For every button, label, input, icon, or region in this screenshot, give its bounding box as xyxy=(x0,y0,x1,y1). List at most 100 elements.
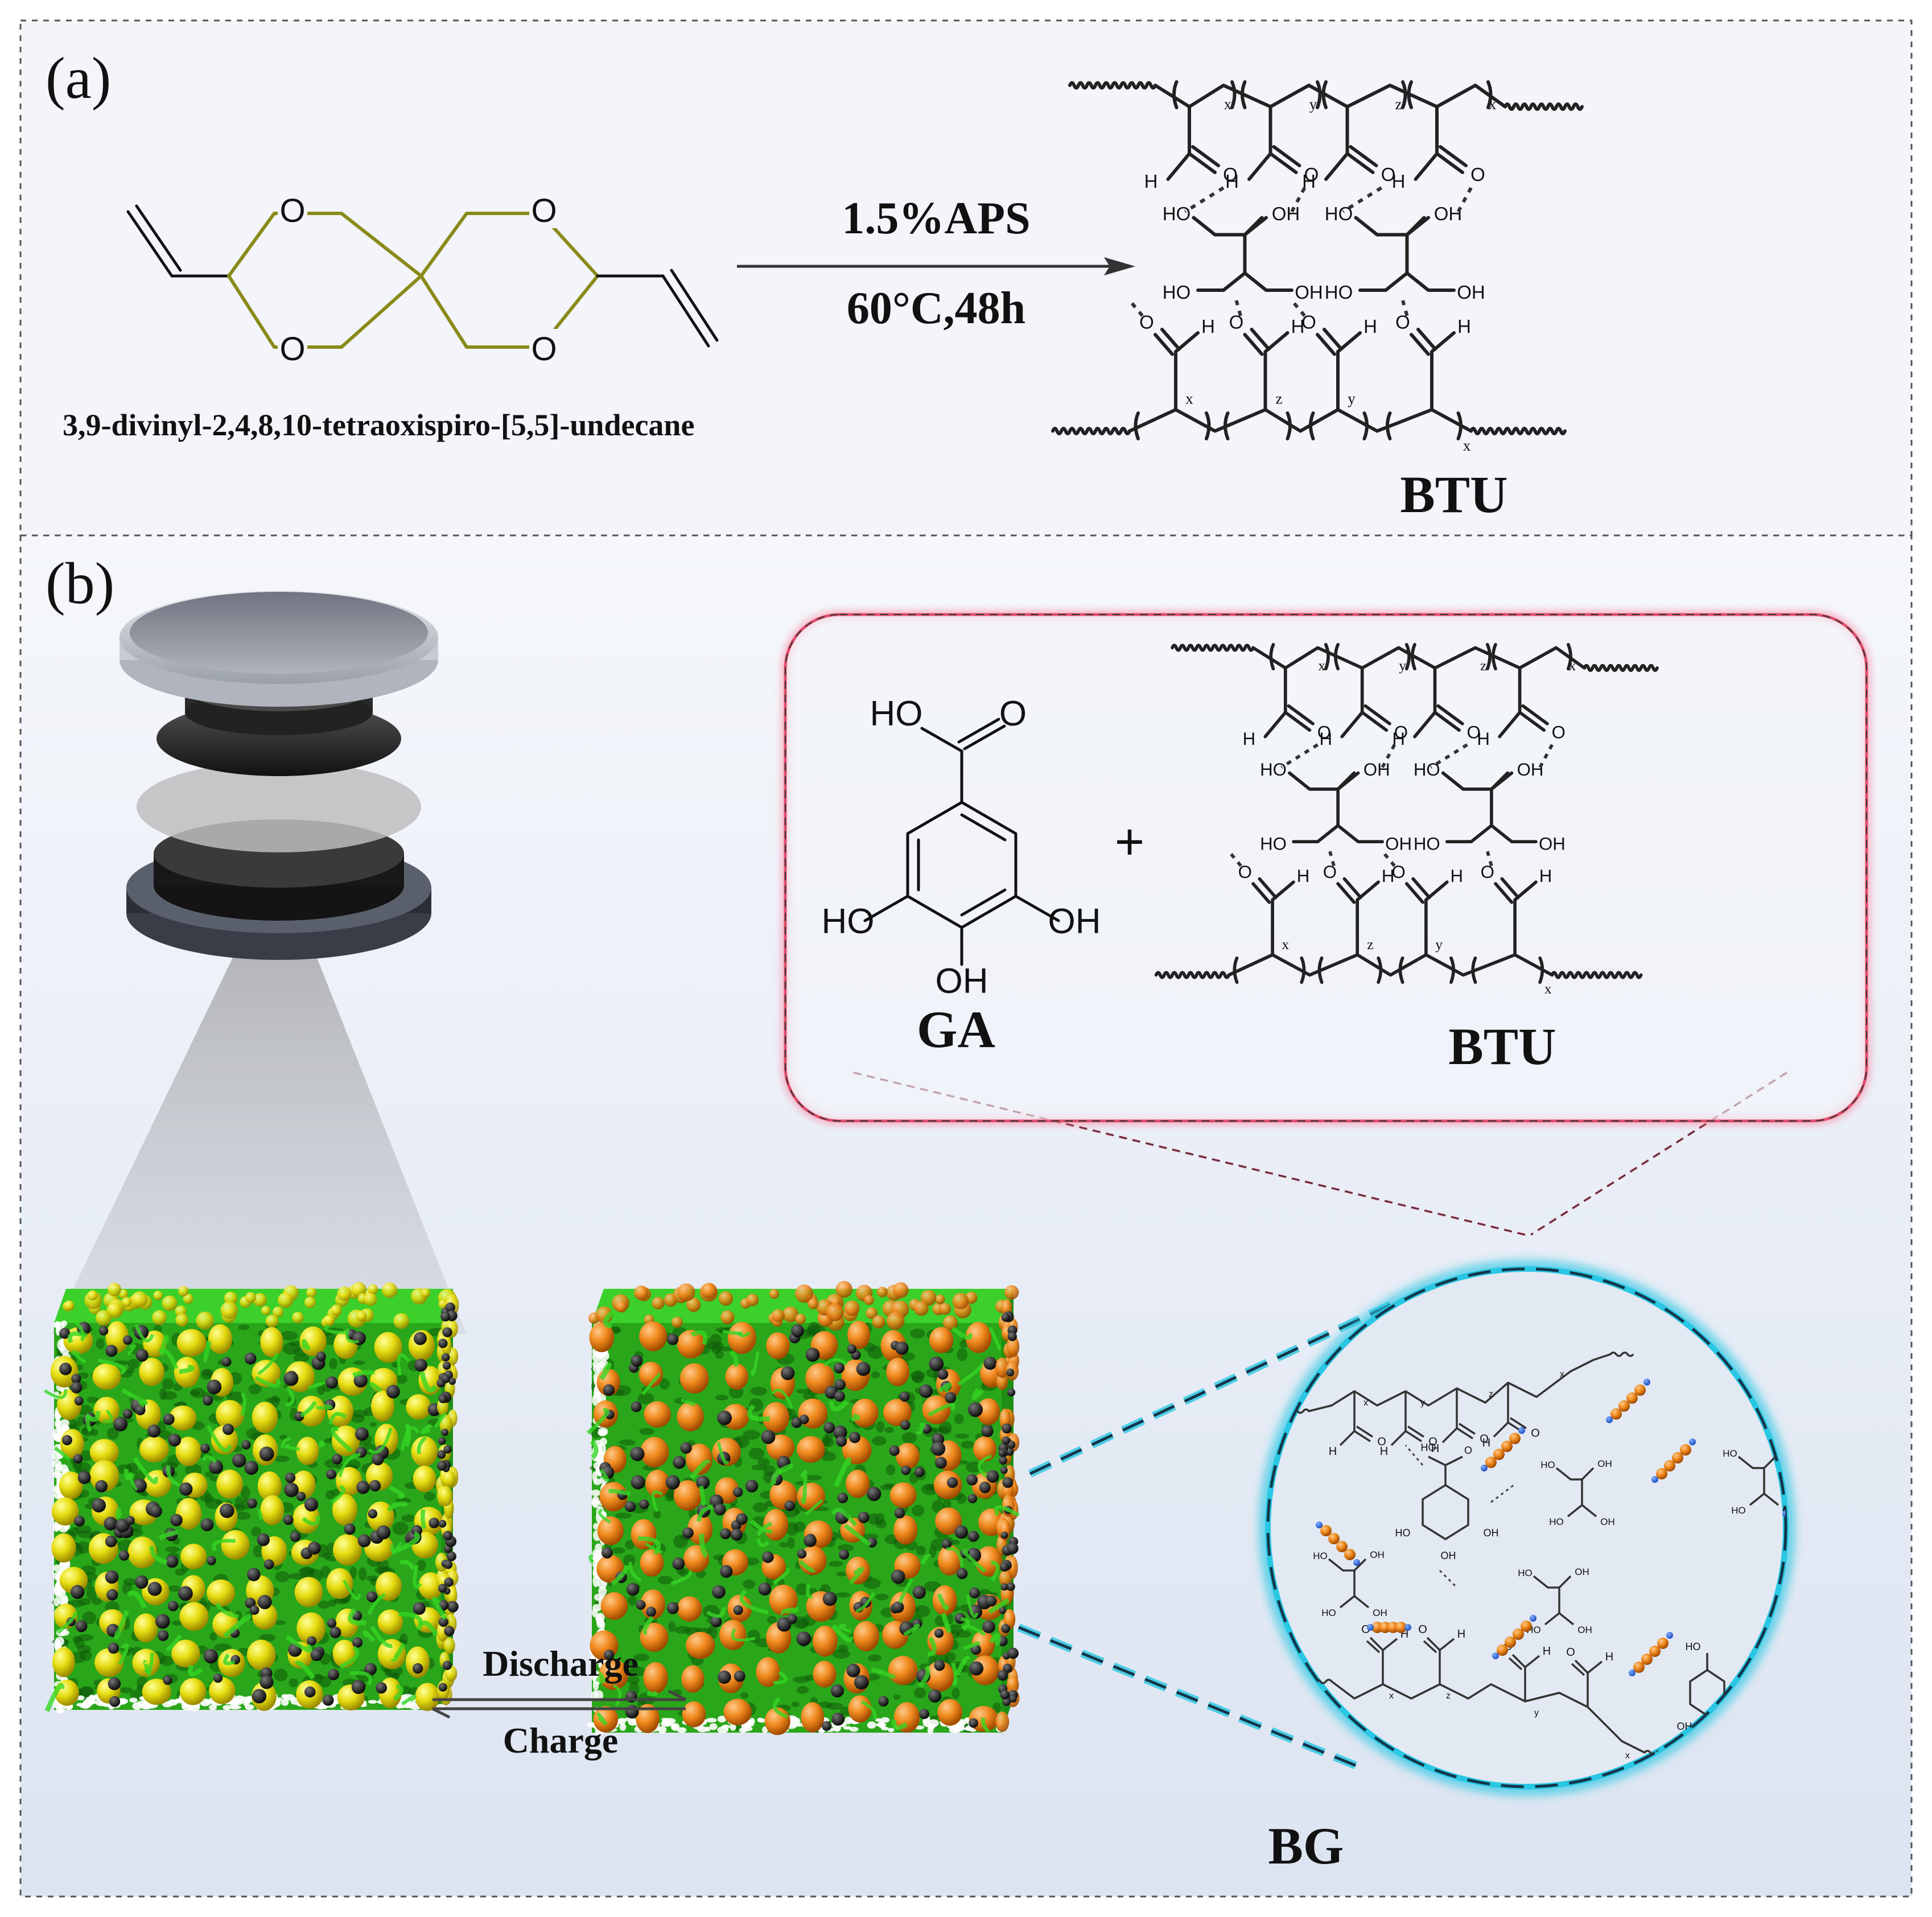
carbon-particle xyxy=(168,1601,179,1611)
atom-label: HO xyxy=(1313,1551,1328,1561)
carbon-particle xyxy=(758,1582,772,1596)
network-pore xyxy=(289,1678,299,1688)
polymer-strand xyxy=(595,1671,606,1684)
carbonyl-oxygen: O xyxy=(1304,164,1319,185)
active-particle xyxy=(51,1497,79,1526)
network-pore-edge xyxy=(53,1564,61,1572)
carbonyl-double-bond xyxy=(1283,704,1315,732)
network-pore xyxy=(320,1565,331,1578)
polymer-strand xyxy=(369,1382,382,1393)
polymer-strand xyxy=(345,1329,359,1344)
active-particle xyxy=(370,1391,395,1422)
active-particle xyxy=(681,1665,705,1693)
network-pore-edge xyxy=(182,1703,194,1711)
active-particle xyxy=(368,1284,378,1295)
network-pore-edge xyxy=(57,1588,66,1597)
hydrogen-atom: H xyxy=(1201,316,1215,337)
atom-label: x xyxy=(1625,1751,1630,1761)
active-particle xyxy=(640,1622,669,1652)
polymer-strand xyxy=(386,1502,408,1512)
active-particle xyxy=(766,1332,790,1359)
network-pore-edge xyxy=(658,1726,667,1734)
carbon-particle xyxy=(441,1374,450,1383)
active-particle xyxy=(265,1314,279,1328)
carbon-particle xyxy=(443,1531,453,1541)
network-pore xyxy=(863,1578,881,1589)
polymer-strand xyxy=(302,1515,320,1526)
network-pore-edge xyxy=(281,1698,289,1706)
polymer-strand xyxy=(833,1457,851,1487)
polymer-strand xyxy=(978,1454,992,1478)
top-cap xyxy=(130,592,428,674)
carbon-particle xyxy=(163,1413,175,1425)
carbon-particle xyxy=(745,1479,759,1493)
network-pore xyxy=(932,1500,945,1513)
active-particle xyxy=(411,1436,438,1467)
network-pore xyxy=(627,1676,640,1685)
hydrogen-bond xyxy=(1280,743,1319,769)
gallic-acid-structure: HO O HO OH OH xyxy=(822,694,1101,1001)
carbon-particle xyxy=(155,1614,170,1629)
carbon-particle xyxy=(781,1366,795,1380)
ga-hydroxyl-acid: HO xyxy=(870,694,923,733)
network-pore xyxy=(234,1511,251,1520)
network-pore xyxy=(793,1522,806,1532)
network-pore xyxy=(838,1644,848,1653)
aldehyde-ch xyxy=(1498,711,1522,739)
active-particle xyxy=(176,1329,207,1357)
network-pore-edge xyxy=(619,1723,627,1731)
active-particle xyxy=(826,1304,844,1321)
atom-label: O xyxy=(1531,1427,1540,1440)
network-pore xyxy=(787,1537,795,1549)
network-pore xyxy=(668,1621,676,1632)
hydroxyl-group: HO xyxy=(1260,760,1287,780)
hydrogen-bond xyxy=(1328,851,1336,867)
bond-sketch xyxy=(1423,1636,1455,1684)
polymer-strand xyxy=(644,1542,664,1555)
active-particle xyxy=(179,1678,207,1705)
polymer-strand xyxy=(53,1446,71,1461)
network-pore xyxy=(954,1413,964,1424)
active-particle xyxy=(413,1465,436,1493)
carbon-particle xyxy=(437,1461,447,1471)
network-pore-edge xyxy=(54,1411,61,1420)
atom-label: z xyxy=(1489,1390,1493,1399)
repeat-bracket xyxy=(1316,80,1322,109)
polymer-strand xyxy=(367,1593,386,1615)
carbonyl-double-bond xyxy=(1336,877,1362,904)
network-pore-edge xyxy=(51,1460,62,1467)
atom-label: y xyxy=(1420,1398,1425,1408)
discharge-label[interactable]: Discharge xyxy=(483,1643,638,1684)
network-pore xyxy=(349,1566,357,1580)
active-particle xyxy=(813,1626,838,1657)
charge-label[interactable]: Charge xyxy=(503,1720,619,1761)
aldehyde-ch xyxy=(1414,152,1439,181)
active-particle xyxy=(727,1322,756,1354)
aldehyde-ch xyxy=(1174,331,1200,353)
carbonyl-double-bond xyxy=(1345,145,1378,174)
hydrogen-atom: H xyxy=(1382,866,1395,886)
active-particle xyxy=(1008,1556,1018,1579)
active-particle xyxy=(175,1436,201,1466)
atom-label: x xyxy=(1389,1691,1394,1701)
polymer-strand xyxy=(771,1463,794,1486)
carbon-particle xyxy=(680,1442,692,1454)
network-pore xyxy=(359,1567,367,1581)
atom-label: OH xyxy=(1575,1566,1589,1577)
polymer-strand xyxy=(798,1560,816,1573)
atom-label: x xyxy=(1363,1398,1368,1408)
network-pore xyxy=(657,1576,673,1585)
charge-discharge-arrows xyxy=(431,1689,687,1719)
network-pore-edge xyxy=(232,1701,239,1705)
atom-label: HO xyxy=(1395,1527,1411,1539)
polymer-strand xyxy=(962,1548,987,1573)
active-particle xyxy=(805,1363,835,1394)
polymer-strand xyxy=(855,1592,875,1613)
active-particle xyxy=(152,1310,167,1325)
polymer-strand xyxy=(937,1593,949,1611)
bond-sketch xyxy=(1390,1391,1424,1446)
carbon-particle xyxy=(329,1626,341,1638)
network-pore xyxy=(796,1583,809,1596)
active-particle xyxy=(297,1395,326,1427)
